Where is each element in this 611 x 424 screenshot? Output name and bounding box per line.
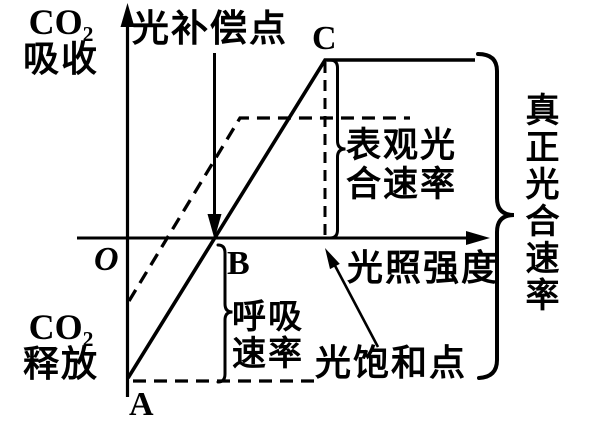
dashed-photosynthesis-curve (127, 116, 410, 302)
compensation-point-arrow (207, 53, 222, 239)
co2-release-word: 释放 (22, 344, 99, 384)
point-a-label: A (129, 386, 154, 423)
respiration-rate-label: 呼吸 速率 (232, 299, 304, 373)
origin-label: O (94, 241, 119, 278)
x-axis-arrowhead (466, 231, 490, 245)
point-c-label: C (312, 20, 337, 57)
y-axis-positive-label: CO₂ 吸收 (20, 4, 102, 78)
respiration-brace (216, 243, 233, 384)
light-compensation-label: 光补偿点 (132, 9, 288, 50)
point-b-label: B (227, 245, 250, 282)
x-axis-label: 光照强度 (347, 248, 500, 288)
y-axis-negative-label: CO₂ 释放 (20, 309, 102, 383)
y-axis-arrowhead (120, 3, 135, 27)
co2-release-gas: CO₂ (28, 307, 94, 347)
apparent-rate-brace (328, 58, 346, 240)
true-rate-label: 真正光合速率 (520, 92, 557, 314)
co2-absorption-word: 吸收 (22, 39, 99, 79)
true-rate-brace (476, 52, 515, 380)
light-saturation-label: 光饱和点 (315, 343, 468, 383)
apparent-rate-label: 表观光 合速率 (346, 126, 458, 204)
saturation-point-arrow (325, 248, 380, 348)
co2-absorption-gas: CO₂ (28, 2, 94, 42)
net-photosynthesis-curve (126, 58, 475, 379)
